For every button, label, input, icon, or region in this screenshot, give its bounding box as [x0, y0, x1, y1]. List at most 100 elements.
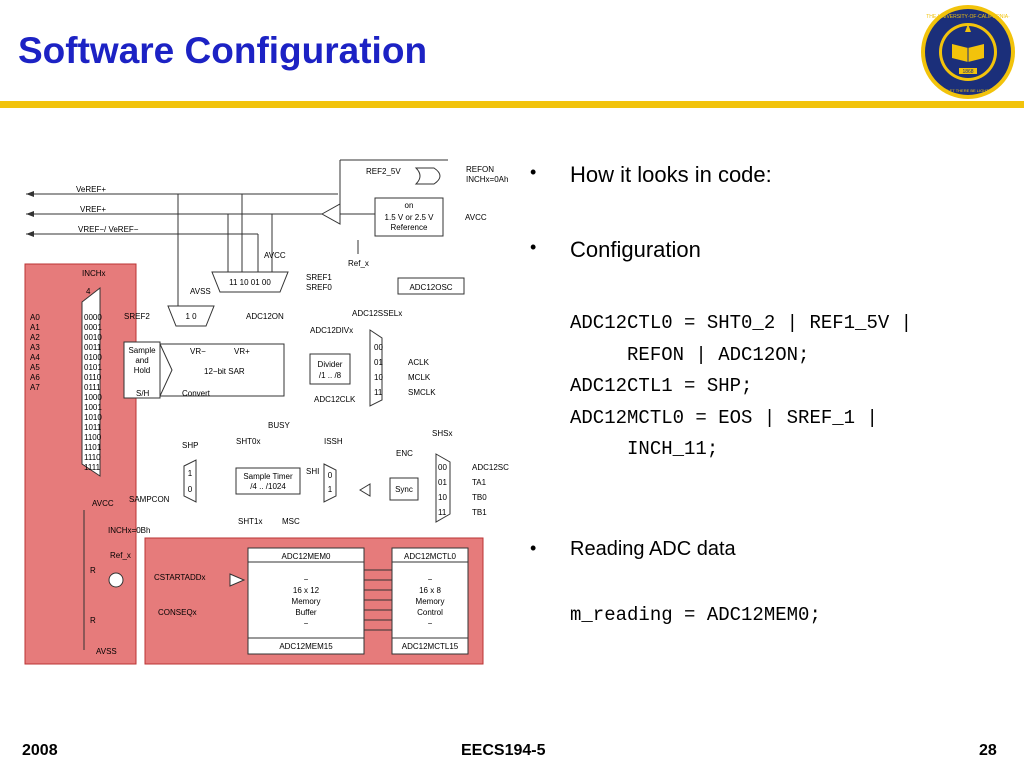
- label-msc: MSC: [282, 517, 300, 526]
- label-ref-x-lower: Ref_x: [110, 551, 131, 560]
- svg-text:Memory: Memory: [416, 597, 445, 606]
- label-sh: S/H: [136, 389, 150, 398]
- analog-channel-label: A2: [30, 333, 40, 342]
- mux-code-label: 0011: [84, 343, 102, 352]
- analog-channel-label: A0: [30, 313, 40, 322]
- label-adc12osc: ADC12OSC: [409, 283, 452, 292]
- label-sref0: SREF0: [306, 283, 332, 292]
- label-sref2: SREF2: [124, 312, 150, 321]
- label-divider-1: Divider: [318, 360, 343, 369]
- ref-mux-label: 11 10 01 00: [229, 278, 271, 287]
- svg-text:−: −: [304, 619, 309, 628]
- reference-block-line1: on: [405, 201, 414, 210]
- clock-select-code: 01: [374, 358, 383, 367]
- label-sampcon: SAMPCON: [129, 495, 170, 504]
- label-mem-bot: ADC12MEM15: [279, 642, 333, 651]
- svg-text:−: −: [428, 575, 433, 584]
- mux-code-label: 1001: [84, 403, 102, 412]
- label-veref-plus: VeREF+: [76, 185, 106, 194]
- shs-select-code: 10: [438, 493, 447, 502]
- adc12-block-diagram: VeREF+ VREF+ VREF−/ VeREF− on 1.5 V or 2…: [24, 159, 509, 665]
- label-r-upper: R: [90, 566, 96, 575]
- clock-source-label: ACLK: [408, 358, 430, 367]
- label-sample-hold-2: and: [135, 356, 148, 365]
- svg-text:−: −: [304, 575, 309, 584]
- bullet-item: •Configuration: [530, 237, 701, 262]
- svg-text:16 x 12: 16 x 12: [293, 586, 320, 595]
- sref-mux-label: 1 0: [185, 312, 197, 321]
- label-sample-timer-2: /4 .. /1024: [250, 482, 286, 491]
- mux-code-label: 0110: [84, 373, 102, 382]
- clock-source-label: MCLK: [408, 373, 431, 382]
- shs-source-label: TB0: [472, 493, 487, 502]
- label-vref-minus: VREF−/ VeREF−: [78, 225, 139, 234]
- mux-code-label: 0111: [84, 383, 101, 392]
- slide-title: Software Configuration: [18, 30, 428, 71]
- bullet-item: •Reading ADC data: [530, 538, 736, 560]
- mux-code-label: 1100: [84, 433, 102, 442]
- svg-text:Memory: Memory: [292, 597, 321, 606]
- label-convert: Convert: [182, 389, 211, 398]
- label-conseqx: CONSEQx: [158, 608, 197, 617]
- label-sample-timer-1: Sample Timer: [243, 472, 293, 481]
- label-ref-x: Ref_x: [348, 259, 369, 268]
- svg-text:0: 0: [328, 471, 333, 480]
- university-seal-icon: 1868 THE·UNIVERSITY·OF·CALIFORNIA· LET T…: [921, 5, 1015, 99]
- mux-code-label: 0001: [84, 323, 102, 332]
- label-enc: ENC: [396, 449, 413, 458]
- label-avcc-bottom: AVCC: [92, 499, 114, 508]
- clock-select-code: 00: [374, 343, 383, 352]
- label-mem-top: ADC12MEM0: [282, 552, 331, 561]
- label-sample-hold-3: Hold: [134, 366, 150, 375]
- svg-text:Control: Control: [417, 608, 443, 617]
- label-inch-0bh: INCHx=0Bh: [108, 526, 150, 535]
- label-refon: REFON: [466, 165, 494, 174]
- bullet-item: •How it looks in code:: [530, 162, 772, 187]
- label-sample-hold-1: Sample: [128, 346, 156, 355]
- label-avcc-ref: AVCC: [465, 213, 487, 222]
- label-inchx-width: 4: [86, 287, 91, 296]
- label-r-lower: R: [90, 616, 96, 625]
- label-divider-2: /1 .. /8: [319, 371, 342, 380]
- label-cstartaddx: CSTARTADDx: [154, 573, 206, 582]
- label-inchx: INCHx: [82, 269, 106, 278]
- reference-block-line3: Reference: [391, 223, 428, 232]
- footer-year: 2008: [22, 742, 58, 759]
- label-avss-bottom: AVSS: [96, 647, 117, 656]
- label-adc12clk: ADC12CLK: [314, 395, 356, 404]
- mux-code-label: 1000: [84, 393, 102, 402]
- svg-text:1: 1: [328, 485, 333, 494]
- seal-text: THE·UNIVERSITY·OF·CALIFORNIA·: [926, 14, 1010, 20]
- clock-select-code: 11: [374, 388, 383, 397]
- mux-code-label: 0100: [84, 353, 102, 362]
- label-adc12sselx: ADC12SSELx: [352, 309, 402, 318]
- seal-words: LET THERE BE LIGHT: [947, 88, 989, 93]
- shs-select-code: 00: [438, 463, 447, 472]
- svg-text:−: −: [428, 619, 433, 628]
- label-shp: SHP: [182, 441, 198, 450]
- analog-channel-label: A5: [30, 363, 40, 372]
- label-busy: BUSY: [268, 421, 290, 430]
- label-adc12divx: ADC12DIVx: [310, 326, 353, 335]
- svg-text:1: 1: [188, 469, 193, 478]
- shs-select-code: 11: [438, 508, 447, 517]
- analog-channel-label: A7: [30, 383, 40, 392]
- shs-source-label: TB1: [472, 508, 487, 517]
- svg-text:16 x 8: 16 x 8: [419, 586, 441, 595]
- inchx-highlight: [24, 263, 137, 665]
- label-sar: 12−bit SAR: [204, 367, 245, 376]
- mux-code-label: 0010: [84, 333, 102, 342]
- analog-channel-label: A4: [30, 353, 40, 362]
- analog-channel-label: A3: [30, 343, 40, 352]
- mux-code-label: 1111: [84, 463, 101, 472]
- clock-select-code: 10: [374, 373, 383, 382]
- label-avss: AVSS: [190, 287, 211, 296]
- shs-select-code: 01: [438, 478, 447, 487]
- title-divider: [0, 101, 1024, 108]
- footer-course: EECS194-5: [461, 742, 546, 759]
- shs-source-label: ADC12SC: [472, 463, 509, 472]
- code-block-configuration: ADC12CTL0 = SHT0_2 | REF1_5V | REFON | A…: [570, 312, 913, 460]
- seal-year: 1868: [962, 69, 973, 75]
- label-vr-plus: VR+: [234, 347, 250, 356]
- label-ref2-5v: REF2_5V: [366, 167, 401, 176]
